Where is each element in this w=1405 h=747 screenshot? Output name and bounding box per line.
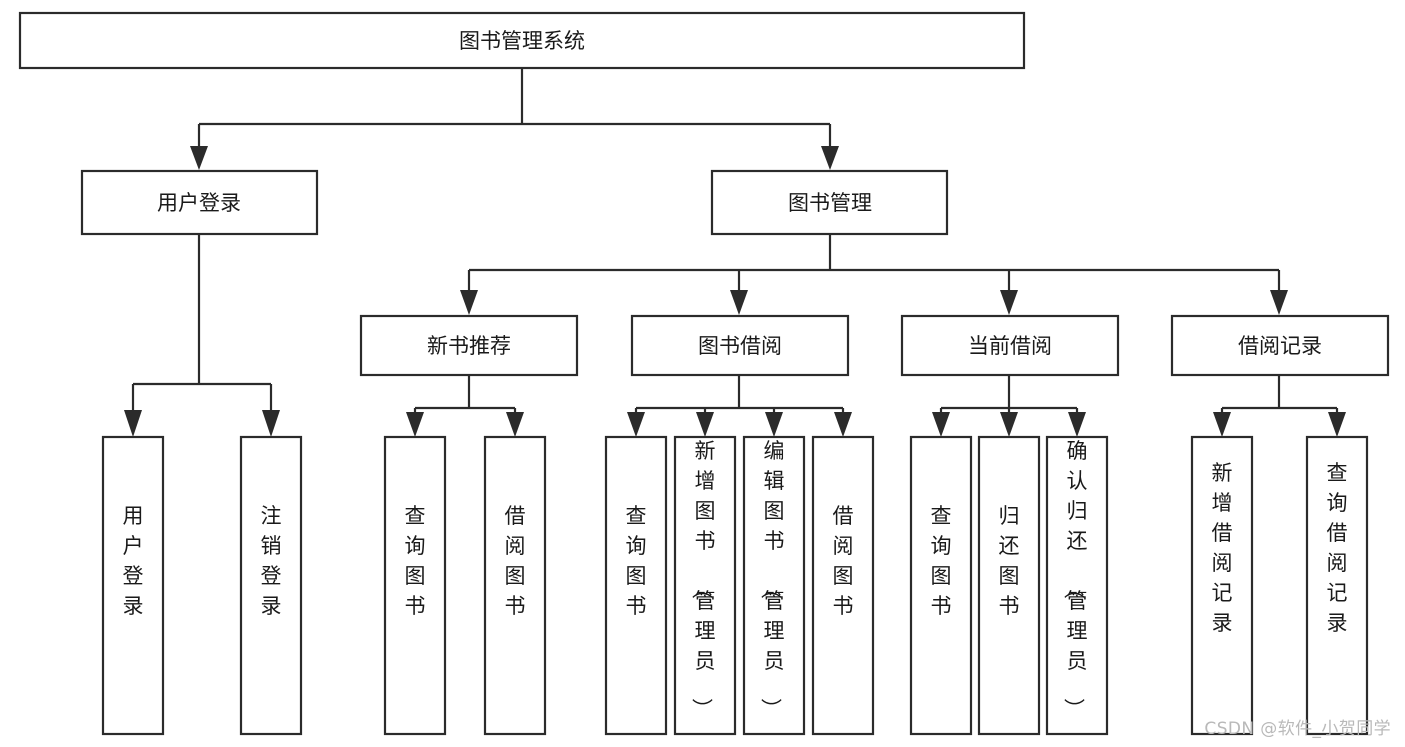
node-borrow-records-box[interactable] (1170, 314, 1390, 377)
leaf-logout[interactable]: 注销登录 (239, 435, 303, 736)
arrowhead-br-leaf-1 (1213, 412, 1231, 437)
arrowhead-book-borrow (730, 290, 748, 315)
leaf-add-book-admin-label: 新增图书（管理员） (690, 439, 716, 719)
node-user-login-box[interactable] (80, 169, 319, 236)
node-new-book-recommend[interactable]: 新书推荐 (359, 314, 579, 377)
leaf-edit-book-admin[interactable]: 编辑图书（管理员） (742, 435, 806, 736)
leaf-confirm-return-admin-box[interactable] (1045, 435, 1109, 736)
leaf-return-book[interactable]: 归还图书 (977, 435, 1041, 736)
node-book-borrow-label: 图书借阅 (698, 334, 782, 358)
node-new-book-recommend-label: 新书推荐 (427, 334, 511, 358)
arrowhead-borrow-records (1270, 290, 1288, 315)
leaf-user-login[interactable]: 用户登录 (101, 435, 165, 736)
node-borrow-records-label: 借阅记录 (1238, 334, 1322, 358)
leaf-add-borrow-record-label: 新增借阅记录 (1212, 461, 1233, 635)
leaf-query-book-bb[interactable]: 查询图书 (604, 435, 668, 736)
leaf-return-book-label: 归还图书 (999, 504, 1020, 618)
leaf-user-login-label: 用户登录 (123, 504, 144, 618)
arrowhead-br-leaf-2 (1328, 412, 1346, 437)
node-root-label: 图书管理系统 (459, 29, 585, 53)
node-book-borrow-box[interactable] (630, 314, 850, 377)
leaf-borrow-book-nb-box[interactable] (483, 435, 547, 736)
leaf-query-book-cb-box[interactable] (909, 435, 973, 736)
leaf-query-book-bb-label: 查询图书 (626, 504, 647, 618)
arrowhead-cb-leaf-1 (932, 412, 950, 437)
leaf-return-book-box[interactable] (977, 435, 1041, 736)
leaf-user-login-box[interactable] (101, 435, 165, 736)
arrowhead-nb-leaf-1 (406, 412, 424, 437)
leaf-add-borrow-record-box[interactable] (1190, 435, 1254, 736)
arrowhead-bb-leaf-3 (765, 412, 783, 437)
arrowhead-bb-leaf-1 (627, 412, 645, 437)
leaf-add-book-admin-box[interactable] (673, 435, 737, 736)
connector-layer (124, 68, 1346, 437)
leaf-add-borrow-record[interactable]: 新增借阅记录 (1190, 435, 1254, 736)
arrowhead-user-login (190, 146, 208, 170)
leaf-query-book-nb-box[interactable] (383, 435, 447, 736)
arrowhead-cb-leaf-2 (1000, 412, 1018, 437)
arrowhead-current-borrow (1000, 290, 1018, 315)
leaf-query-borrow-record-box[interactable] (1305, 435, 1369, 736)
arrowhead-new-book (460, 290, 478, 315)
leaf-query-borrow-record-label: 查询借阅记录 (1327, 461, 1348, 635)
leaf-borrow-book-nb-label: 借阅图书 (505, 504, 526, 618)
leaf-query-borrow-record[interactable]: 查询借阅记录 (1305, 435, 1369, 736)
leaf-add-book-admin[interactable]: 新增图书（管理员） (673, 435, 737, 736)
arrowhead-nb-leaf-2 (506, 412, 524, 437)
leaf-borrow-book-bb[interactable]: 借阅图书 (811, 435, 875, 736)
leaf-query-book-nb[interactable]: 查询图书 (383, 435, 447, 736)
node-user-login-label: 用户登录 (157, 191, 241, 215)
leaf-query-book-cb[interactable]: 查询图书 (909, 435, 973, 736)
leaf-query-book-cb-label: 查询图书 (931, 504, 952, 618)
node-current-borrow-box[interactable] (900, 314, 1120, 377)
leaf-confirm-return-admin-label: 确认归还（管理员） (1062, 439, 1088, 719)
arrowhead-book-management (821, 146, 839, 170)
node-book-management[interactable]: 图书管理 (710, 169, 949, 236)
node-user-login[interactable]: 用户登录 (80, 169, 319, 236)
arrowhead-bb-leaf-4 (834, 412, 852, 437)
arrowhead-leaf-user-login (124, 410, 142, 437)
arrowhead-cb-leaf-3 (1068, 412, 1086, 437)
leaf-logout-box[interactable] (239, 435, 303, 736)
leaf-confirm-return-admin[interactable]: 确认归还（管理员） (1045, 435, 1109, 736)
node-book-management-label: 图书管理 (788, 191, 872, 215)
leaf-logout-label: 注销登录 (261, 504, 282, 618)
leaf-borrow-book-bb-label: 借阅图书 (833, 504, 854, 618)
node-new-book-recommend-box[interactable] (359, 314, 579, 377)
node-book-management-box[interactable] (710, 169, 949, 236)
node-current-borrow[interactable]: 当前借阅 (900, 314, 1120, 377)
leaf-edit-book-admin-label: 编辑图书（管理员） (759, 439, 785, 719)
arrowhead-bb-leaf-2 (696, 412, 714, 437)
csdn-watermark: CSDN @软件_小贺同学 (1204, 719, 1391, 739)
leaf-query-book-bb-box[interactable] (604, 435, 668, 736)
leaf-borrow-book-nb[interactable]: 借阅图书 (483, 435, 547, 736)
leaf-edit-book-admin-box[interactable] (742, 435, 806, 736)
leaf-query-book-nb-label: 查询图书 (405, 504, 426, 618)
node-book-borrow[interactable]: 图书借阅 (630, 314, 850, 377)
node-root-box[interactable] (18, 11, 1026, 70)
arrowhead-leaf-logout (262, 410, 280, 437)
node-current-borrow-label: 当前借阅 (968, 334, 1052, 358)
leaf-borrow-book-bb-box[interactable] (811, 435, 875, 736)
node-root[interactable]: 图书管理系统 (18, 11, 1026, 70)
node-borrow-records[interactable]: 借阅记录 (1170, 314, 1390, 377)
